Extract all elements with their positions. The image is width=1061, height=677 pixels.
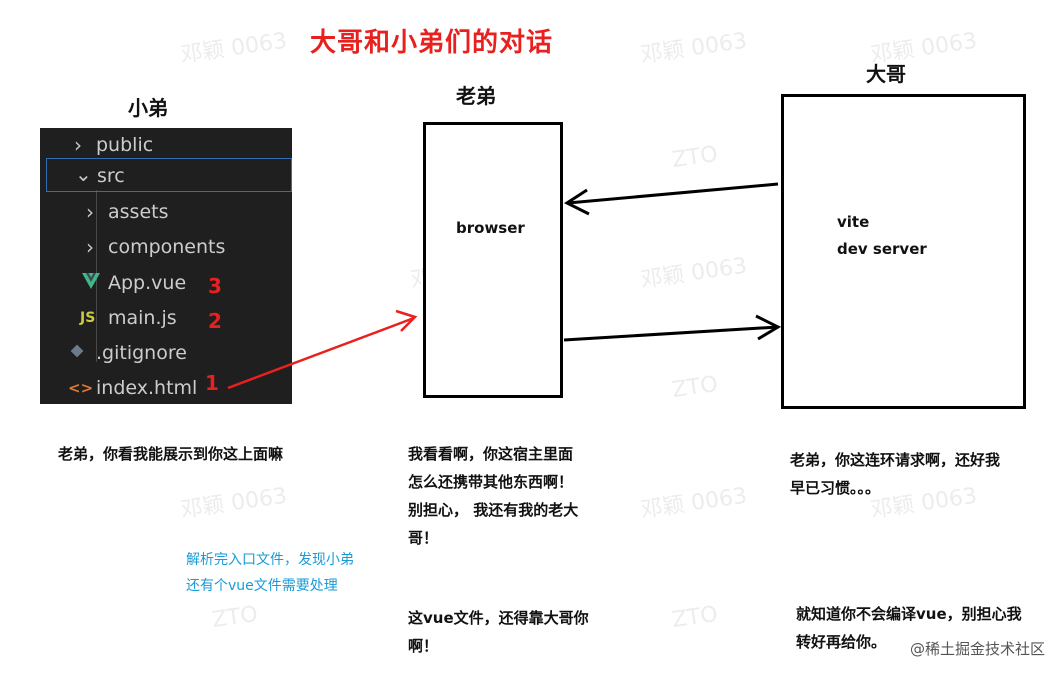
tree-item-label: main.js [108,307,177,329]
tree-item-public[interactable]: › public [40,128,292,162]
git-icon [70,337,84,371]
vue-icon [82,268,100,302]
label-xiaodi: 小弟 [128,96,168,120]
browser-box: browser [423,122,563,398]
arrow-index-to-browser [227,309,418,390]
server-label-line2: dev server [837,240,927,258]
tree-item-label: .gitignore [96,342,187,364]
chevron-right-icon: › [86,235,94,259]
server-label-line1: vite [837,213,870,231]
browser-label: browser [456,219,525,237]
speech-dage-2: 就知道你不会编译vue，别担心我 转好再给你。 [796,605,1022,651]
tree-item-main-js[interactable]: JS main.js [40,301,292,335]
tree-item-gitignore[interactable]: .gitignore [40,336,292,370]
label-laodi: 老弟 [456,84,496,108]
chevron-right-icon: › [86,200,94,224]
html-icon: <> [68,379,94,397]
tree-item-label: assets [108,201,169,223]
file-explorer: › public ⌄ src › assets › components App… [40,128,292,404]
tree-item-label: public [96,134,154,156]
server-box: vite dev server [781,94,1026,409]
arrow-server-to-browser [563,182,779,216]
tree-item-index-html[interactable]: <> index.html [40,371,292,405]
chevron-right-icon: › [74,133,82,157]
speech-laodi-2: 这vue文件，还得靠大哥你 啊！ [408,609,589,655]
order-number: 3 [208,274,222,298]
speech-dage-1: 老弟，你这连环请求啊，还好我 早已习惯。。。 [790,451,1001,497]
diagram-title: 大哥和小弟们的对话 [310,28,554,58]
speech-xiaodi: 老弟，你看我能展示到你这上面嘛 [58,445,284,463]
tree-item-src[interactable]: ⌄ src [46,158,292,192]
arrow-browser-to-server [563,314,782,342]
order-number: 1 [205,371,219,395]
chevron-down-icon: ⌄ [75,162,92,186]
tree-item-label: src [97,165,125,187]
tree-item-assets[interactable]: › assets [40,195,292,229]
note-text: 解析完入口文件，发现小弟 还有个vue文件需要处理 [186,552,354,594]
tree-item-label: App.vue [108,272,187,294]
tree-item-label: components [108,236,226,258]
label-dage: 大哥 [866,62,906,86]
speech-laodi-1: 我看看啊，你这宿主里面 怎么还携带其他东西啊！ 别担心， 我还有我的老大 哥！ [408,445,579,547]
tree-item-components[interactable]: › components [40,230,292,264]
tree-item-label: index.html [96,377,198,399]
javascript-icon: JS [80,310,96,326]
order-number: 2 [208,309,222,333]
tree-item-app-vue[interactable]: App.vue [40,266,292,300]
site-watermark: @稀土掘金技术社区 [909,640,1045,658]
